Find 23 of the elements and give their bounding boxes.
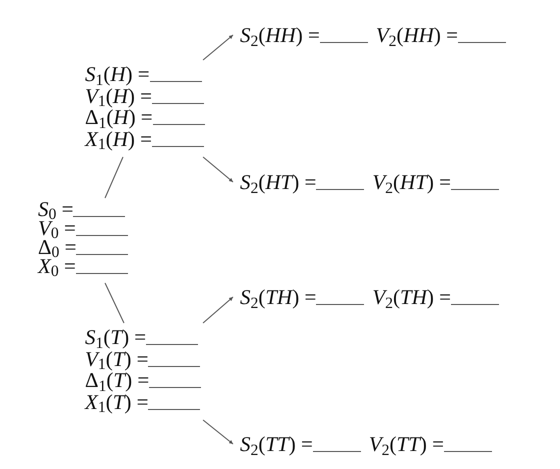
equation-label: S$_{2}$(HT) = [240, 172, 316, 195]
equation-label: X$_{1}$(H) = [85, 128, 152, 152]
connector-line [202, 34, 234, 60]
equation-label: S$_{2}$(TT) = [240, 434, 313, 457]
equation-label: X$_{1}$(T) = [85, 392, 148, 414]
equation-label: S$_{2}$(TH) = [240, 287, 316, 310]
equation-label: S$_{0}$ = [38, 198, 74, 222]
equation-label: Δ$_{1}$(H) = [85, 107, 153, 130]
equation-label: V$_{2}$(HT) = [372, 172, 451, 195]
connector-line [104, 282, 124, 324]
equation-label: V$_{2}$(TT) = [368, 434, 444, 457]
equation-label: V$_{1}$(T) = [85, 348, 148, 372]
equation-label: S$_{2}$(HH) = [240, 25, 320, 48]
equation-label: V$_{2}$(TH) = [372, 287, 451, 310]
connector-line [202, 296, 234, 324]
equation-label: S$_{1}$(T) = [85, 327, 146, 350]
equation-label: S$_{1}$(H) = [85, 64, 150, 87]
equation-label: Δ$_{1}$(T) = [85, 370, 150, 393]
connector-line [104, 156, 124, 198]
connector-line [202, 420, 234, 444]
equation-label: V$_{2}$(HH) = [376, 25, 458, 48]
equation-label: V$_{1}$(H) = [85, 86, 152, 108]
connector-line [202, 156, 234, 182]
